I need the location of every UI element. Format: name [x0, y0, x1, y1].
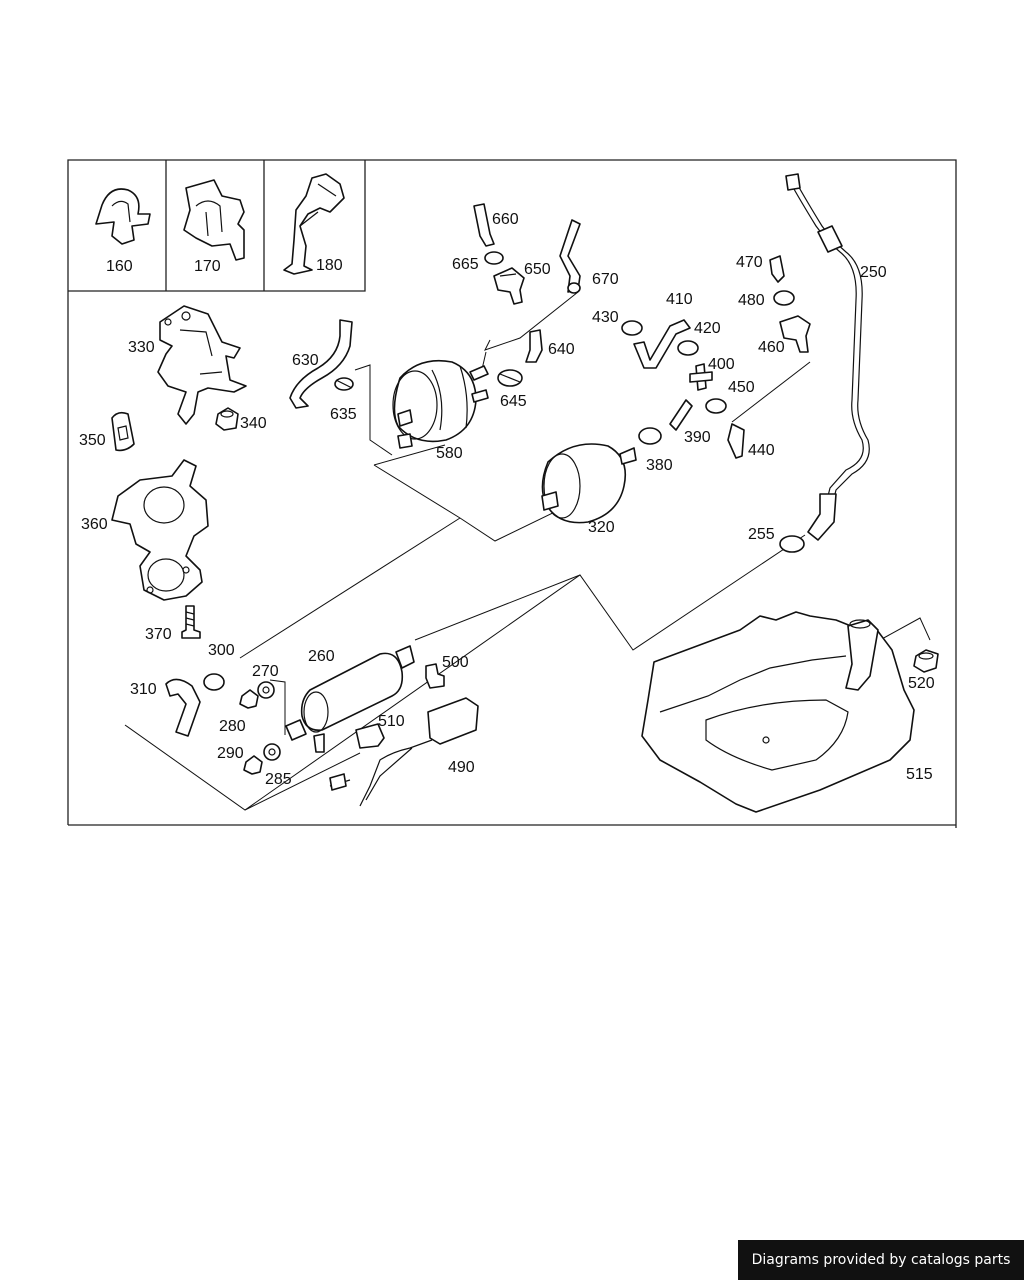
bracket-330 — [157, 305, 247, 425]
callout-390: 390 — [684, 429, 711, 446]
callout-645: 645 — [500, 393, 527, 410]
washer-285 — [263, 743, 281, 761]
callout-340: 340 — [240, 415, 267, 432]
callout-450: 450 — [728, 379, 755, 396]
callout-170: 170 — [194, 258, 221, 275]
clamp-430 — [621, 320, 643, 336]
callout-440: 440 — [748, 442, 775, 459]
tank-cover-515 — [641, 611, 915, 813]
callout-360: 360 — [81, 516, 108, 533]
hose-630 — [289, 319, 353, 409]
callout-400: 400 — [708, 356, 735, 373]
callout-665: 665 — [452, 256, 479, 273]
callout-350: 350 — [79, 432, 106, 449]
callout-510: 510 — [378, 713, 405, 730]
valve-650 — [493, 267, 525, 305]
callout-labels: 160 170 180 250 255 260 270 280 285 290 … — [79, 211, 935, 788]
callout-650: 650 — [524, 261, 551, 278]
diagram-frame — [67, 159, 957, 828]
grommet-350 — [111, 411, 135, 452]
callout-460: 460 — [758, 339, 785, 356]
clip-160 — [95, 188, 151, 245]
connector-510 — [355, 723, 385, 749]
callout-260: 260 — [308, 648, 335, 665]
callout-310: 310 — [130, 681, 157, 698]
hose-440 — [727, 423, 745, 459]
module-490 — [329, 697, 479, 807]
callout-160: 160 — [106, 258, 133, 275]
clamp-645 — [497, 369, 523, 387]
callout-580: 580 — [436, 445, 463, 462]
bracket-170 — [183, 179, 245, 261]
callout-635: 635 — [330, 406, 357, 423]
callout-410: 410 — [666, 291, 693, 308]
valve-460 — [779, 315, 811, 353]
nut-520 — [913, 649, 939, 673]
callout-180: 180 — [316, 257, 343, 274]
clamp-480 — [773, 290, 795, 306]
callout-330: 330 — [128, 339, 155, 356]
tee-400 — [689, 363, 713, 391]
callout-640: 640 — [548, 341, 575, 358]
callout-290: 290 — [217, 745, 244, 762]
callout-300: 300 — [208, 642, 235, 659]
callout-285: 285 — [265, 771, 292, 788]
clamp-300 — [203, 673, 225, 691]
nut-340 — [215, 407, 239, 431]
callout-430: 430 — [592, 309, 619, 326]
hose-310 — [165, 678, 201, 737]
callout-630: 630 — [292, 352, 319, 369]
clamp-380 — [638, 427, 662, 445]
leader-lines — [124, 291, 931, 811]
callout-280: 280 — [219, 718, 246, 735]
mount-180 — [283, 173, 345, 275]
bolt-500 — [425, 663, 445, 689]
clamp-635 — [334, 377, 354, 391]
callout-320: 320 — [588, 519, 615, 536]
clamp-450 — [705, 398, 727, 414]
bolt-370 — [181, 605, 201, 639]
callout-470: 470 — [736, 254, 763, 271]
hose-390 — [669, 399, 693, 431]
hose-670 — [559, 219, 581, 294]
callout-515: 515 — [906, 766, 933, 783]
callout-480: 480 — [738, 292, 765, 309]
callout-490: 490 — [448, 759, 475, 776]
clamp-255 — [779, 535, 805, 553]
callout-660: 660 — [492, 211, 519, 228]
callout-255: 255 — [748, 526, 775, 543]
hose-410 — [633, 319, 691, 369]
holder-360 — [111, 459, 209, 601]
callout-380: 380 — [646, 457, 673, 474]
pump-260 — [285, 645, 415, 753]
nut-290 — [243, 755, 263, 775]
callout-370: 370 — [145, 626, 172, 643]
callout-520: 520 — [908, 675, 935, 692]
nut-280 — [239, 689, 259, 709]
line-250 — [785, 173, 870, 541]
hose-640 — [525, 329, 543, 363]
callout-500: 500 — [442, 654, 469, 671]
clamp-665 — [484, 251, 504, 265]
washer-270 — [257, 681, 275, 699]
callout-670: 670 — [592, 271, 619, 288]
filter-320 — [541, 443, 637, 524]
hose-470 — [769, 255, 785, 283]
hose-660 — [473, 203, 495, 247]
credit-banner: Diagrams provided by catalogs parts — [738, 1240, 1024, 1280]
clamp-420 — [677, 340, 699, 356]
callout-270: 270 — [252, 663, 279, 680]
callout-420: 420 — [694, 320, 721, 337]
callout-250: 250 — [860, 264, 887, 281]
filter-580 — [392, 359, 489, 449]
